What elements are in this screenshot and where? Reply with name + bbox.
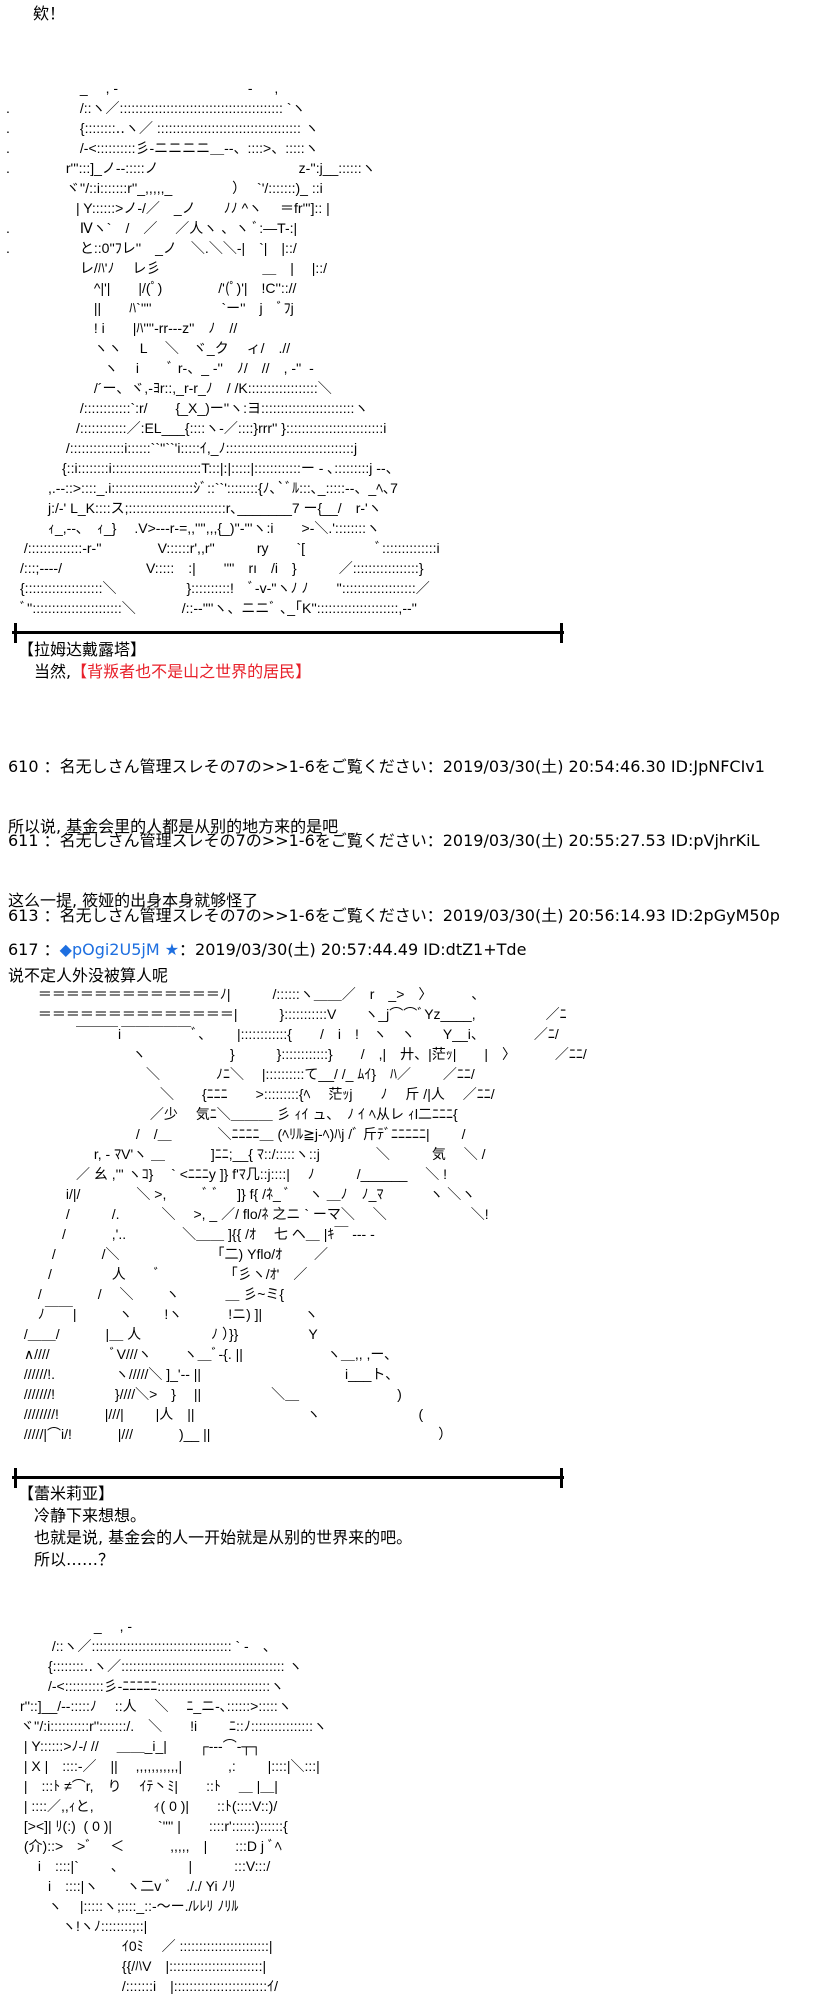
post-header: 610 ：名无しさん管理スレその7の>>1-6をご覧ください：2019/03/3…: [8, 757, 765, 776]
dialogue-prefix: 当然,: [34, 662, 72, 681]
post-trip: ◆pOgi2U5jM ★: [59, 940, 180, 959]
dialogue-line: 当然,【背叛者也不是山之世界的居民】: [34, 662, 311, 682]
post-meta: ：2019/03/30(土) 20:57:44.49 ID:dtZ1+Tde: [179, 940, 527, 959]
post-header: 611 ：名无しさん管理スレその7の>>1-6をご覧ください：2019/03/3…: [8, 831, 760, 850]
dialogue-emphasis-red: 【背叛者也不是山之世界的居民】: [71, 662, 312, 681]
post-617-header: 617 ：◆pOgi2U5jM ★：2019/03/30(土) 20:57:44…: [8, 940, 526, 960]
dialogue-line: 冷静下来想想。: [34, 1506, 147, 1525]
post-610: 610 ：名无しさん管理スレその7の>>1-6をご覧ください：2019/03/3…: [8, 717, 765, 857]
speaker-label-lambdadelta: 【拉姆达戴露塔】: [18, 640, 147, 659]
dialogue-line: 所以……？: [34, 1550, 115, 1569]
dialogue-line: 也就是说, 基金会的人一开始就是从别的世界来的吧。: [34, 1528, 413, 1547]
post-body: 说不定人外没被算人呢: [8, 966, 169, 985]
ascii-art-lambdadelta-2: _ , ‐ /::ヽ／:::::::::::::::::::::::::::::…: [19, 1618, 328, 1994]
intro-exclamation: 欸！: [33, 4, 66, 23]
speaker-label-remilia: 【蕾米莉亚】: [18, 1484, 115, 1503]
post-611: 611 ：名无しさん管理スレその7の>>1-6をご覧ください：2019/03/3…: [8, 791, 759, 931]
post-613: 613 ：名无しさん管理スレその7の>>1-6をご覧ください：2019/03/3…: [8, 866, 780, 1006]
ascii-art-lambdadelta: _ , ‐ ‐ , . /::ヽ／:::::::::::::::::::::::…: [6, 80, 440, 616]
ascii-art-remilia: ＝＝＝＝＝＝＝＝＝＝＝＝＝ﾉ| /::::::ヽ＿＿／ r _> 〉 、 ＝＝＝…: [23, 986, 587, 1442]
post-header: 613 ：名无しさん管理スレその7の>>1-6をご覧ください：2019/03/3…: [8, 906, 780, 925]
post-body: 这么一提, 筱娅的出身本身就够怪了: [8, 891, 259, 910]
post-body: 所以说, 基金会里的人都是从别的地方来的是吧: [8, 817, 339, 836]
post-number: 617 ：: [8, 940, 60, 959]
